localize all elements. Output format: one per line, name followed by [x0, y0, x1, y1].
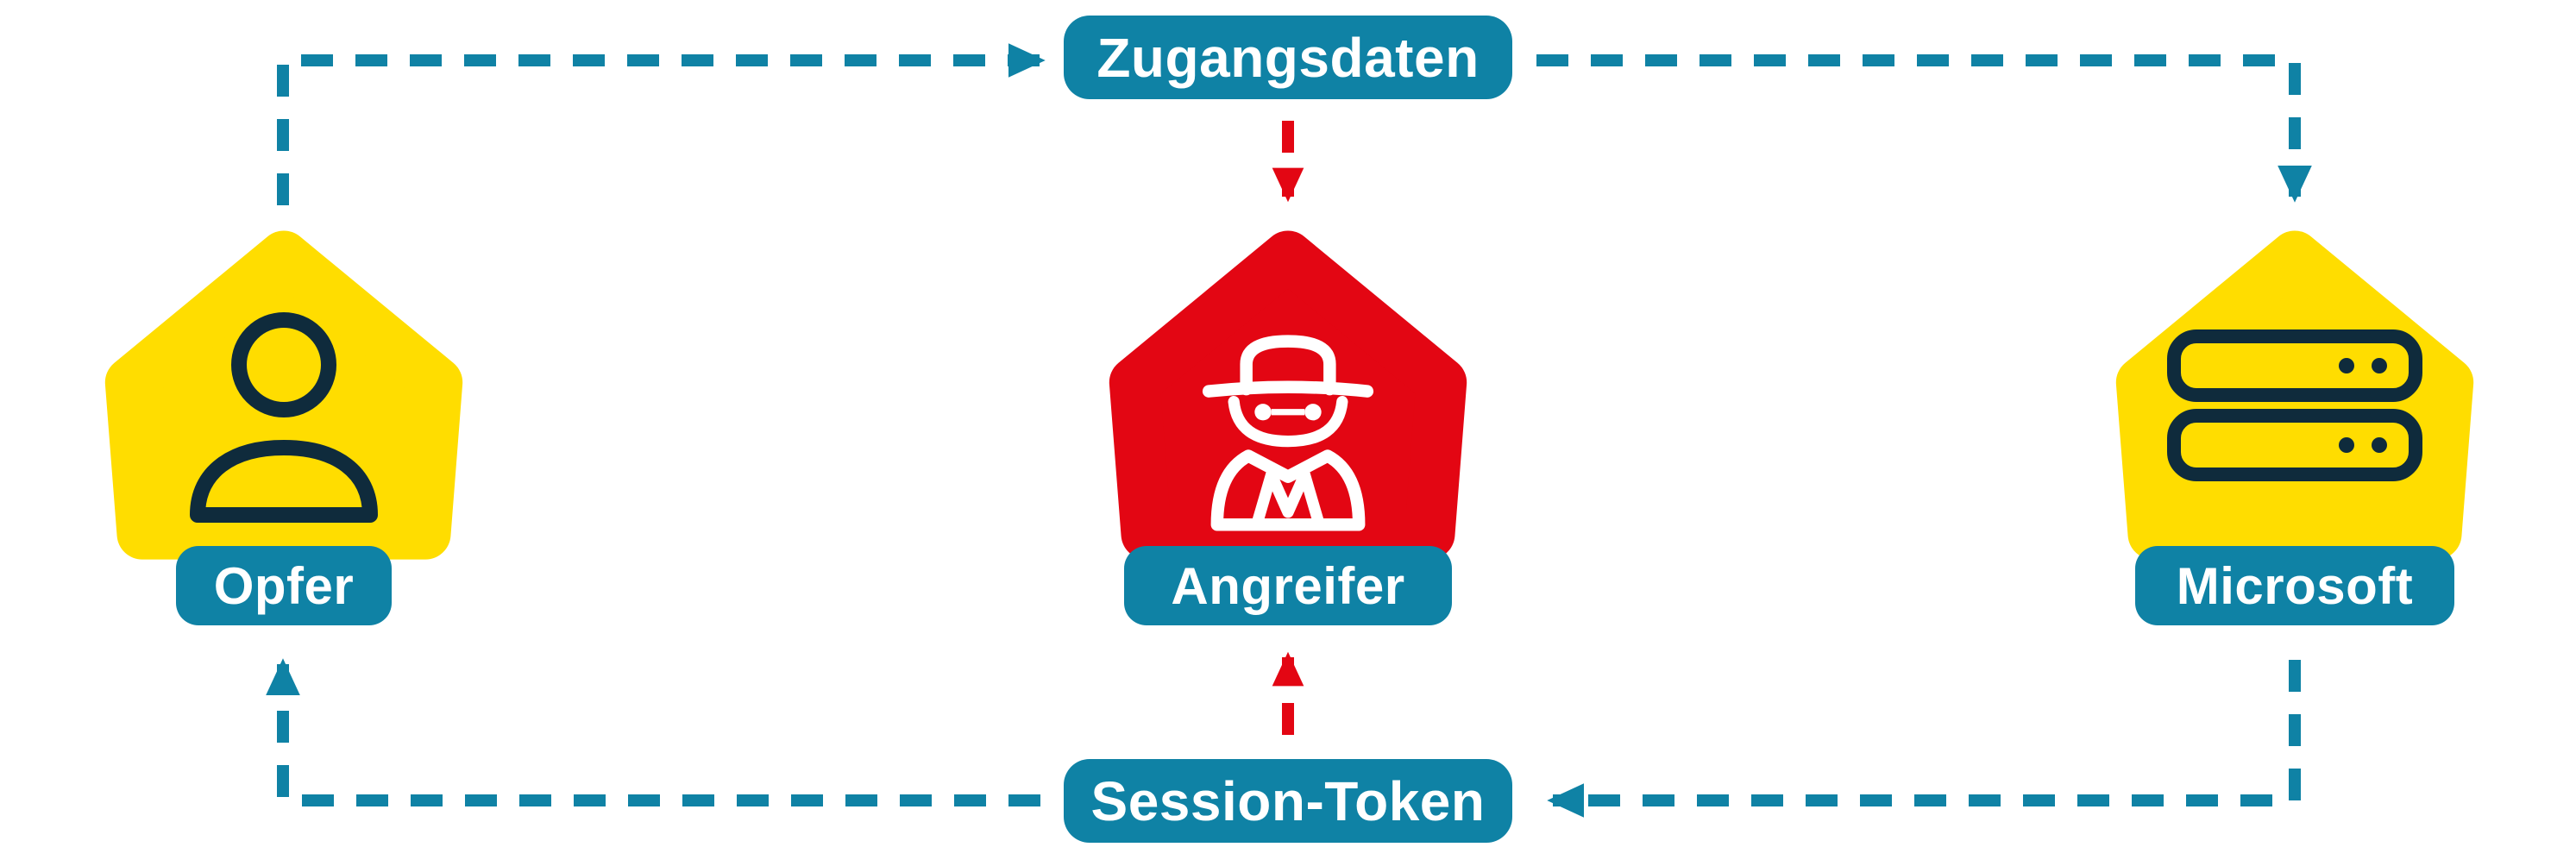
attacker-hexagon: [1109, 230, 1467, 560]
credentials-badge: Zugangsdaten: [1064, 16, 1512, 99]
victim-node: Opfer: [98, 224, 469, 625]
edge-session-token-to-opfer: [266, 658, 1040, 806]
person-icon: [190, 312, 378, 523]
server-icon: [2167, 329, 2422, 481]
attacker-label: Angreifer: [1124, 546, 1452, 625]
edge-opfer-to-zugangsdaten: [277, 43, 1046, 205]
spy-icon: [1202, 335, 1374, 531]
attacker-node: Angreifer: [1103, 224, 1473, 625]
microsoft-label: Microsoft: [2135, 546, 2454, 625]
session-token-badge: Session-Token: [1064, 759, 1512, 843]
victim-label: Opfer: [176, 546, 392, 625]
microsoft-node: Microsoft: [2109, 224, 2480, 625]
victim-hexagon: [104, 230, 463, 560]
edge-zugangsdaten-to-microsoft: [1536, 54, 2312, 203]
edge-microsoft-to-session-token: [1547, 660, 2301, 818]
